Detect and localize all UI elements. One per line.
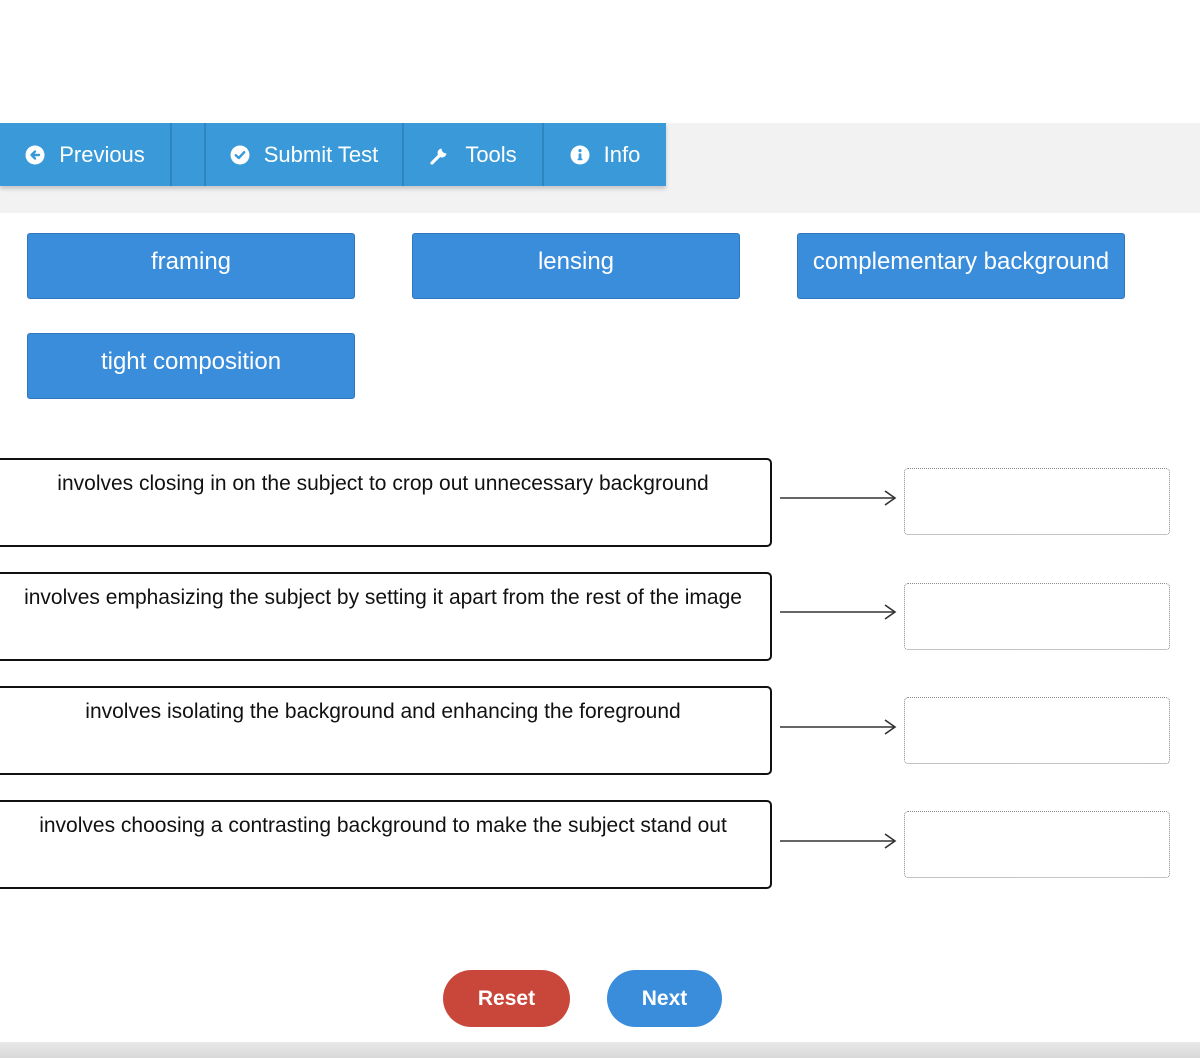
arrow-right-icon: [780, 719, 897, 735]
wrench-icon: [429, 144, 451, 166]
reset-label: Reset: [477, 986, 536, 1010]
reset-button[interactable]: Reset: [443, 970, 570, 1027]
tile-framing[interactable]: framing: [27, 233, 355, 299]
submit-test-label: Submit Test: [263, 141, 379, 167]
toolbar-separator: [172, 123, 206, 186]
info-label: Info: [603, 141, 641, 167]
previous-label: Previous: [59, 141, 145, 167]
tools-label: Tools: [465, 141, 517, 167]
drop-target[interactable]: [904, 697, 1170, 764]
next-button[interactable]: Next: [607, 970, 722, 1027]
drop-target[interactable]: [904, 811, 1170, 878]
drop-target[interactable]: [904, 468, 1170, 535]
tile-complementary-background[interactable]: complementary background: [797, 233, 1125, 299]
info-circle-icon: [570, 145, 590, 165]
definition-box: involves choosing a contrasting backgrou…: [0, 800, 772, 889]
next-label: Next: [641, 986, 688, 1010]
tile-label: complementary background: [812, 248, 1110, 275]
definition-box: involves emphasizing the subject by sett…: [0, 572, 772, 661]
arrow-right-icon: [780, 833, 897, 849]
tile-label: tight composition: [100, 348, 282, 375]
test-toolbar: Previous Submit Test Tools: [0, 123, 666, 186]
definition-text: involves emphasizing the subject by sett…: [24, 586, 742, 609]
submit-test-button[interactable]: Submit Test: [206, 123, 404, 186]
tile-label: lensing: [537, 248, 615, 275]
info-button[interactable]: Info: [544, 123, 666, 186]
tile-lensing[interactable]: lensing: [412, 233, 740, 299]
definition-box: involves isolating the background and en…: [0, 686, 772, 775]
drop-target[interactable]: [904, 583, 1170, 650]
bottom-band: [0, 1042, 1200, 1058]
definition-box: involves closing in on the subject to cr…: [0, 458, 772, 547]
arrow-left-circle-icon: [25, 145, 45, 165]
obscured-heading: [32, 205, 532, 233]
tools-button[interactable]: Tools: [404, 123, 544, 186]
check-circle-icon: [230, 145, 250, 165]
previous-button[interactable]: Previous: [0, 123, 172, 186]
definition-text: involves isolating the background and en…: [85, 700, 681, 723]
definition-text: involves closing in on the subject to cr…: [57, 472, 709, 495]
definition-text: involves choosing a contrasting backgrou…: [39, 814, 727, 837]
arrow-right-icon: [780, 604, 897, 620]
tile-tight-composition[interactable]: tight composition: [27, 333, 355, 399]
arrow-right-icon: [780, 490, 897, 506]
tile-label: framing: [150, 248, 232, 275]
